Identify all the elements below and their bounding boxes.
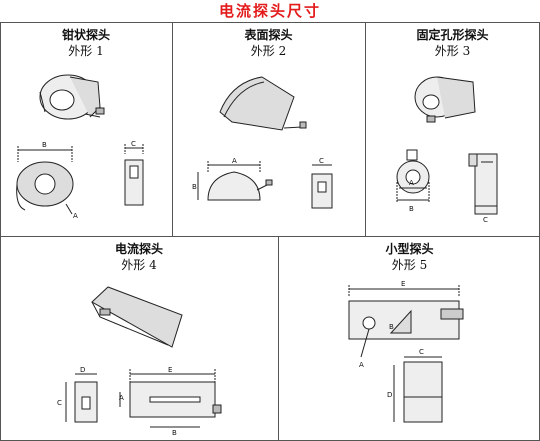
panel-shape: 外形 4 <box>121 258 157 272</box>
dim-d-label: D <box>387 391 392 399</box>
panel-clamp-probe: 钳状探头 外形 1 <box>0 22 172 236</box>
dim-a-label: A <box>73 212 78 220</box>
dim-a-label: A <box>359 361 364 369</box>
dim-d-label: D <box>80 366 85 374</box>
dim-b-label: B <box>172 429 177 437</box>
panel-shape: 外形 2 <box>250 44 287 58</box>
dim-e-label: E <box>401 280 405 288</box>
panel-title: 固定孔形探头 <box>416 28 489 42</box>
mini-probe-illustration: E A C D B <box>348 280 464 423</box>
dim-b-label: B <box>389 323 394 331</box>
dim-b-label: B <box>192 183 197 191</box>
fixed-hole-probe-illustration: A B C <box>396 76 498 224</box>
panel-title: 小型探头 <box>385 242 434 256</box>
dim-c-label: C <box>57 399 62 407</box>
panel-shape: 外形 5 <box>391 258 428 272</box>
divider-row <box>0 236 540 237</box>
divider-col-3 <box>278 236 279 441</box>
surface-probe-illustration: A B C <box>192 76 333 209</box>
page-title: 电流探头尺寸 <box>218 2 321 20</box>
dim-b-label: B <box>42 141 47 149</box>
panel-current-probe: 电流探头 外形 4 D C E A <box>0 237 278 441</box>
dim-a-label: A <box>119 394 124 402</box>
panel-title: 电流探头 <box>114 242 163 256</box>
panel-title: 表面探头 <box>244 28 293 42</box>
dim-b-label: B <box>409 205 414 213</box>
panel-fixed-hole-probe: 固定孔形探头 外形 3 A B C <box>365 22 540 236</box>
dim-c-label: C <box>319 157 324 165</box>
dim-a-label: A <box>409 179 414 187</box>
dim-c-label: C <box>483 216 488 224</box>
panel-shape: 外形 3 <box>434 44 471 58</box>
clamp-probe-illustration: B A C <box>16 74 144 220</box>
divider-col-1 <box>172 22 173 236</box>
panel-mini-probe: 小型探头 外形 5 E A C D B <box>279 237 540 441</box>
panel-surface-probe: 表面探头 外形 2 A B C <box>172 22 365 236</box>
panel-shape: 外形 1 <box>68 44 104 58</box>
dim-c-label: C <box>419 348 424 356</box>
dim-e-label: E <box>168 366 172 374</box>
current-probe-illustration: D C E A B <box>57 286 222 437</box>
panel-title: 钳状探头 <box>61 28 110 42</box>
dim-c-label: C <box>131 140 136 148</box>
divider-col-2 <box>365 22 366 236</box>
dim-a-label: A <box>232 157 237 165</box>
